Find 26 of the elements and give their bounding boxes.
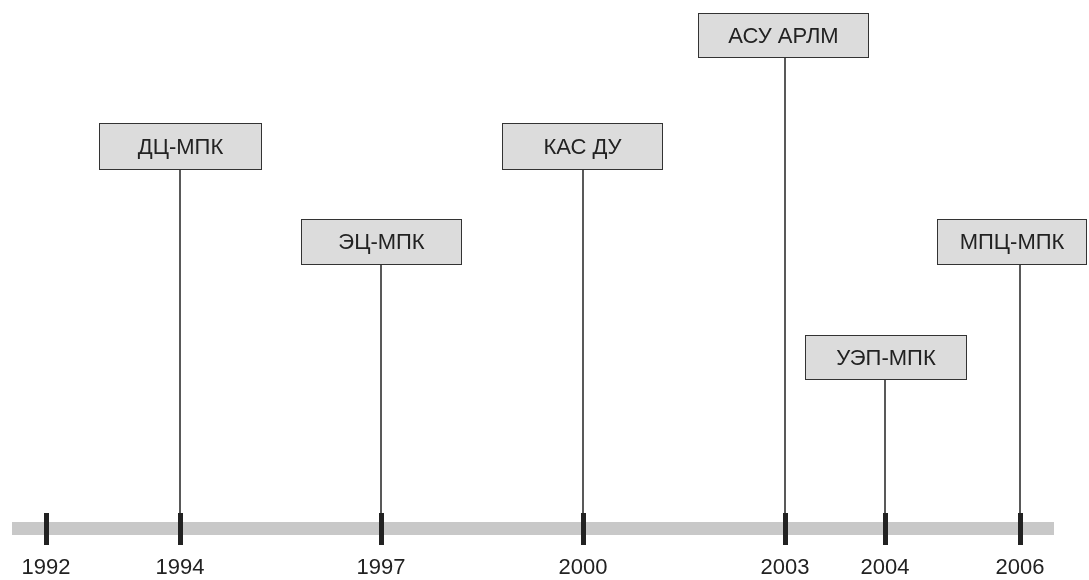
tick-mark	[378, 513, 384, 545]
year-label: 2003	[760, 554, 810, 580]
leader-line	[179, 169, 181, 514]
year-label: 1994	[155, 554, 205, 580]
event-box: ЭЦ-МПК	[301, 219, 462, 265]
leader-line	[884, 379, 886, 514]
leader-line	[784, 57, 786, 514]
leader-line	[380, 264, 382, 514]
event-box: КАС ДУ	[502, 123, 663, 170]
year-label: 2006	[995, 554, 1045, 580]
event-box: УЭП-МПК	[805, 335, 967, 380]
year-label: 1992	[21, 554, 71, 580]
tick-mark	[782, 513, 788, 545]
tick-mark	[580, 513, 586, 545]
tick-mark	[1017, 513, 1023, 545]
tick-mark	[177, 513, 183, 545]
leader-line	[1019, 264, 1021, 514]
tick-mark	[882, 513, 888, 545]
event-box: ДЦ-МПК	[99, 123, 262, 170]
event-box: МПЦ-МПК	[937, 219, 1087, 265]
tick-mark	[43, 513, 49, 545]
year-label: 2004	[860, 554, 910, 580]
event-box: АСУ АРЛМ	[698, 13, 869, 58]
year-label: 2000	[558, 554, 608, 580]
year-label: 1997	[356, 554, 406, 580]
leader-line	[582, 169, 584, 514]
